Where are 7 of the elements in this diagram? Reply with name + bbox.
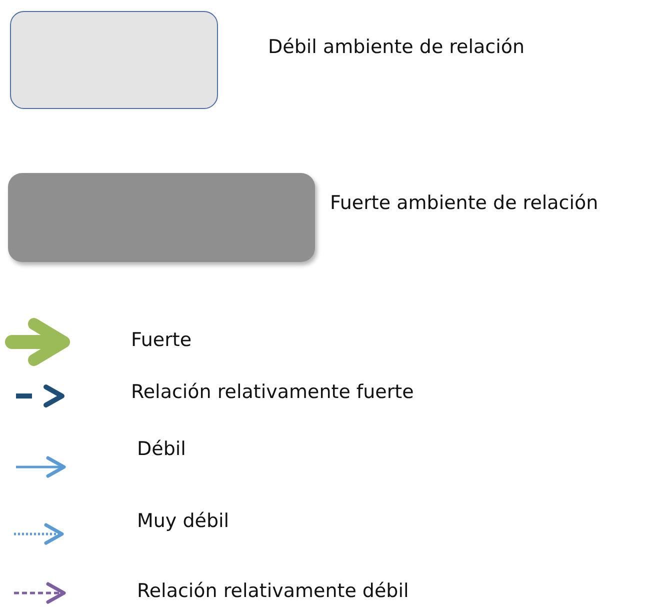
legend-text: Fuerte ambiente de relación — [330, 192, 598, 214]
legend-text: Débil — [137, 438, 186, 460]
legend-text: Fuerte — [131, 329, 192, 351]
legend-text: Relación relativamente fuerte — [131, 381, 414, 403]
legend-text: Relación relativamente débil — [137, 580, 409, 602]
legend-text: Débil ambiente de relación — [268, 36, 525, 58]
legend-text: Muy débil — [137, 510, 230, 532]
